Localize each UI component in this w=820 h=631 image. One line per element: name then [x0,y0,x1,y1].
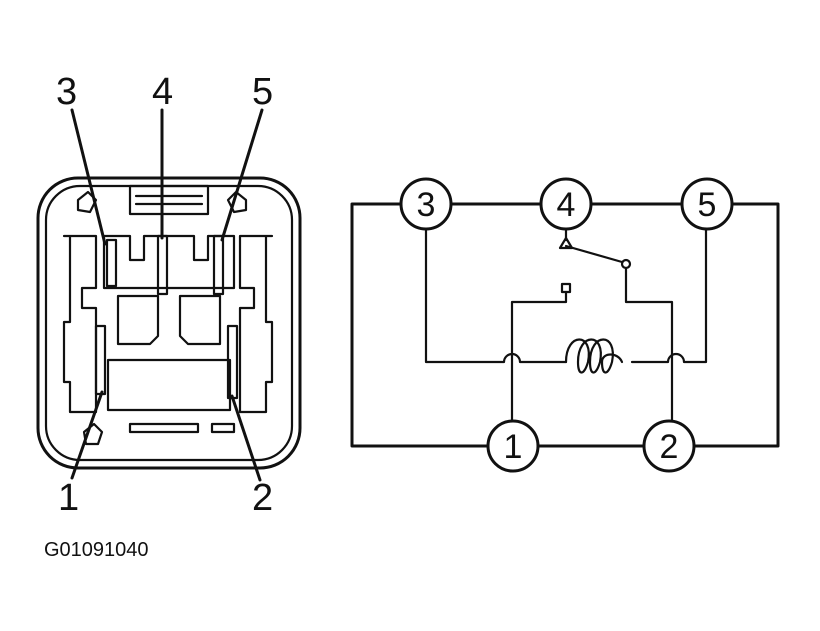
contact-no [558,236,574,250]
figure-code: G01091040 [44,539,149,561]
pin-label-4: 4 [152,71,173,113]
wire-node5-coil [630,226,708,364]
pin-label-5: 5 [252,71,273,113]
cavity-block-left [116,294,160,346]
connector-cavity-outline-right [238,234,274,414]
schematic-node-1: 1 [486,419,540,473]
connector-housing-outer [36,176,302,470]
connector-cavity-outline [62,234,98,414]
connector-housing-inner [44,184,294,462]
schematic-node-4: 4 [539,177,593,231]
switch-pivot [620,258,632,270]
terminal-blade-3 [105,238,118,288]
svg-text:4: 4 [557,186,576,224]
wire-right [692,202,780,448]
contact-nc [560,282,572,294]
cavity-upper-frame [102,234,236,290]
svg-text:5: 5 [698,186,717,224]
wire-node2-switch [624,266,674,424]
wire-node1-contact [510,290,568,424]
cavity-lower-frame [106,358,232,412]
leader-line-1 [70,390,104,480]
pin-label-2: 2 [252,477,273,519]
switch-arm [564,244,624,264]
relay-schematic: 3 4 5 1 2 [350,177,780,473]
cavity-block-right [178,294,222,346]
terminal-blade-5 [212,234,225,296]
leader-line-2 [230,394,262,482]
latch-bump-top-left [76,190,98,214]
schematic-node-5: 5 [680,177,734,231]
pin-label-3: 3 [56,71,77,113]
leader-line-5 [220,108,264,242]
relay-coil [564,338,624,374]
cavity-bottom-slot-right [210,422,236,434]
schematic-node-3: 3 [399,177,453,231]
wire-node3-coil [424,226,568,364]
leader-line-3 [70,108,107,246]
relay-connector-view: 3 4 5 1 2 [36,71,302,519]
connector-key-tab [128,184,210,216]
cavity-bottom-slot-left [128,422,200,434]
schematic-node-2: 2 [642,419,696,473]
terminal-blade-1 [94,324,107,396]
svg-text:3: 3 [417,186,436,224]
svg-text:1: 1 [504,428,523,466]
wire-top [350,202,490,448]
pin-label-1: 1 [58,477,79,519]
terminal-blade-4 [156,234,169,296]
svg-text:2: 2 [660,428,679,466]
